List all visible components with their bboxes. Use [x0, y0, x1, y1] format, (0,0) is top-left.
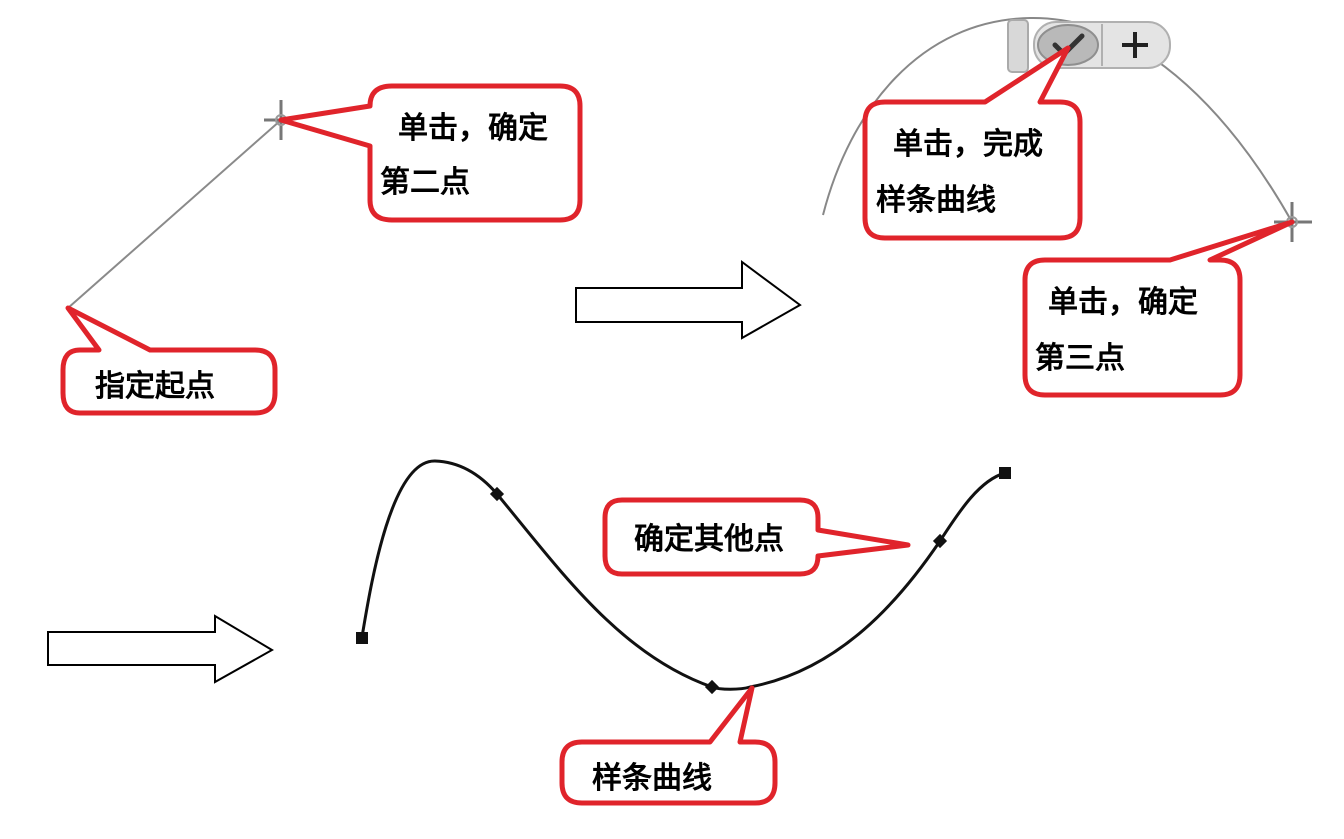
callout-text-line1: 单击，确定 [1048, 285, 1198, 320]
spline-endpoint-marker [356, 632, 368, 644]
spline-endpoint-marker [999, 467, 1011, 479]
callout-text-line2: 第三点 [1035, 341, 1125, 376]
callout-text: 样条曲线 [592, 761, 712, 796]
callout-text: 确定其他点 [634, 522, 784, 557]
final-spline [356, 459, 1011, 695]
callout-text-line2: 第二点 [380, 165, 470, 200]
spline-floating-toolbar [1007, 19, 1171, 73]
callout-second-point: 单击，确定 第二点 [278, 83, 583, 223]
callout-text-line1: 单击，完成 [893, 127, 1043, 162]
spline-control-point-marker [489, 486, 505, 502]
construction-line [67, 119, 282, 309]
spline-curve [360, 459, 1006, 691]
spline-control-point-marker [704, 679, 720, 695]
callout-other-points: 确定其他点 [602, 497, 911, 577]
callout-finish-spline: 单击，完成 样条曲线 [862, 45, 1083, 241]
callout-text: 指定起点 [95, 369, 215, 404]
callout-text-line2: 样条曲线 [876, 183, 996, 218]
callout-text-line1: 单击，确定 [398, 111, 548, 146]
callout-spline: 样条曲线 [559, 685, 778, 806]
right-arrow-icon [47, 614, 274, 684]
add-button[interactable] [1122, 32, 1148, 58]
toolbar-grip-handle[interactable] [1007, 19, 1029, 73]
right-arrow-icon [575, 260, 802, 340]
callout-third-point: 单击，确定 第三点 [1022, 219, 1295, 398]
spline-control-point-marker [932, 533, 948, 549]
callout-start-point: 指定起点 [60, 305, 278, 416]
step1-sketch [67, 100, 298, 309]
